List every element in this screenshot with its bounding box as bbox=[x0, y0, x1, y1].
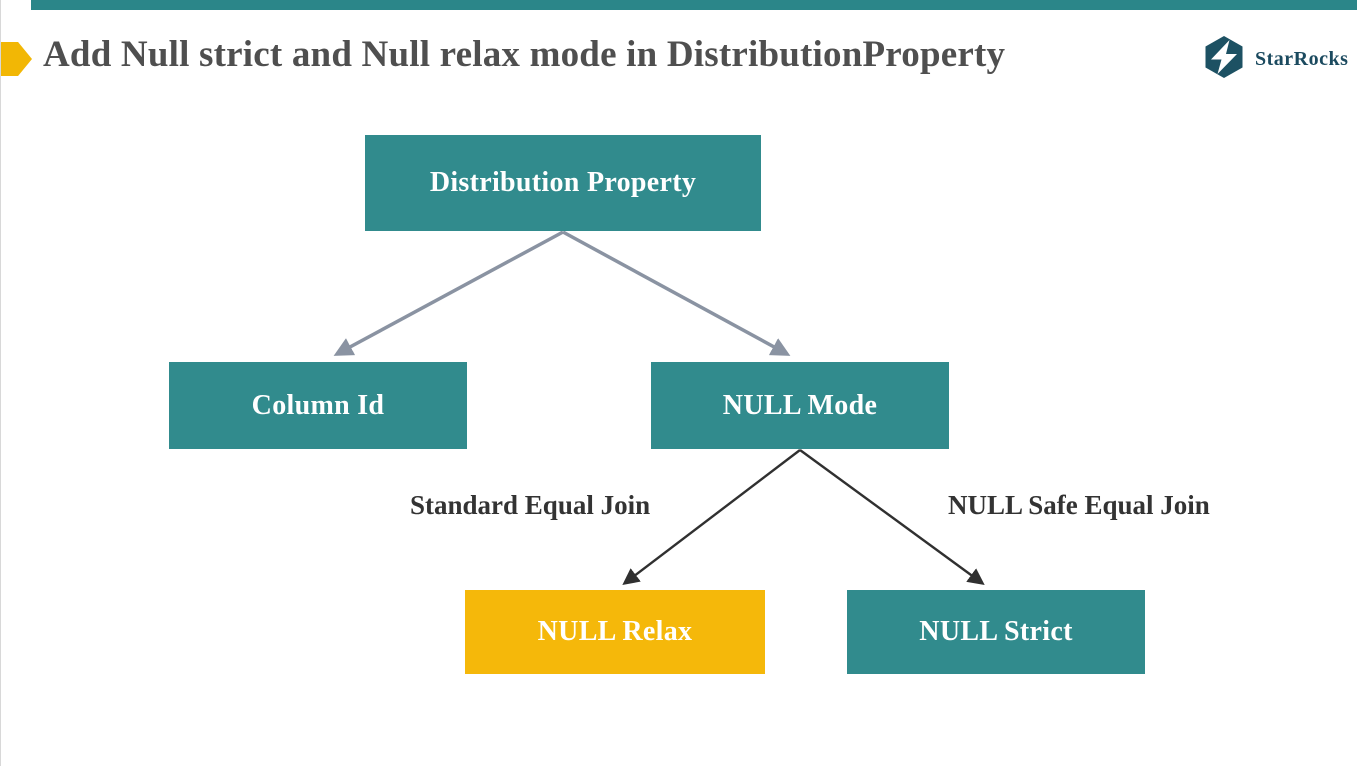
node-label: NULL Mode bbox=[722, 389, 878, 421]
brand-name: StarRocks bbox=[1255, 48, 1349, 70]
node-column-id: Column Id bbox=[169, 362, 467, 449]
edge-label-null-safe-equal-join: NULL Safe Equal Join bbox=[948, 490, 1210, 520]
node-label: NULL Strict bbox=[919, 616, 1073, 647]
top-accent-bar bbox=[31, 0, 1357, 10]
node-distribution-property: Distribution Property bbox=[365, 135, 761, 231]
node-label: Distribution Property bbox=[429, 167, 697, 198]
node-null-relax: NULL Relax bbox=[465, 590, 765, 674]
node-null-strict: NULL Strict bbox=[847, 590, 1145, 674]
edge-root-to-column-id bbox=[333, 230, 564, 356]
node-label: Column Id bbox=[251, 389, 385, 421]
edge-root-to-null-mode bbox=[562, 230, 791, 356]
node-null-mode: NULL Mode bbox=[651, 362, 949, 449]
node-label: NULL Relax bbox=[537, 616, 693, 647]
edge-label-standard-equal-join: Standard Equal Join bbox=[410, 490, 651, 520]
page-title: Add Null strict and Null relax mode in D… bbox=[43, 34, 1006, 75]
title-bullet-arrow-icon bbox=[1, 42, 32, 76]
starrocks-hexagon-lightning-icon bbox=[1201, 34, 1247, 85]
brand-logo: StarRocks bbox=[1201, 34, 1348, 85]
edge-null-mode-to-null-relax bbox=[622, 449, 801, 586]
